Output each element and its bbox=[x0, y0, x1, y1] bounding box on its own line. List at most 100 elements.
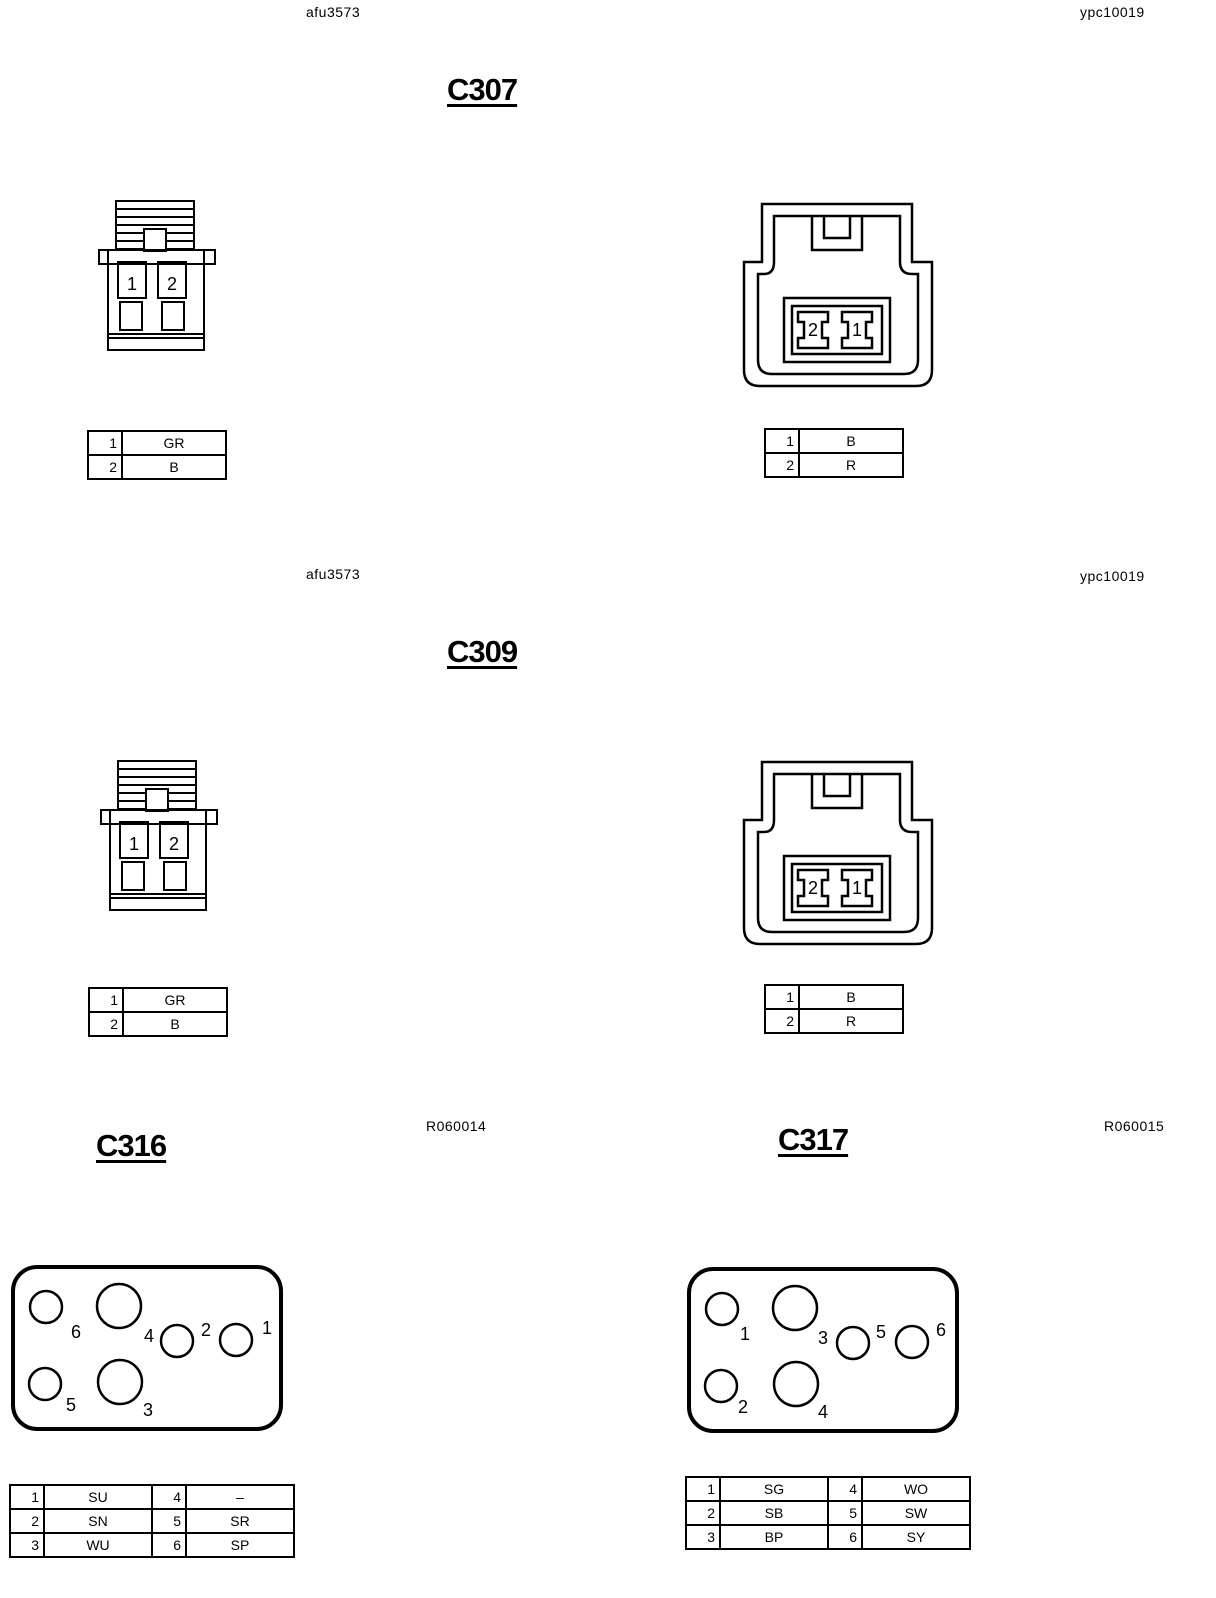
c309-right-pin-2-label: 2 bbox=[808, 878, 818, 898]
wire-color: B bbox=[121, 454, 227, 480]
wire-color: R bbox=[798, 452, 904, 478]
c317-pin-4-label: 4 bbox=[818, 1402, 828, 1422]
wire-color: SW bbox=[861, 1500, 971, 1526]
c317-pin-3-label: 3 bbox=[818, 1328, 828, 1348]
pin-number: 2 bbox=[764, 452, 800, 478]
c317-pin-6-cavity bbox=[894, 1324, 930, 1360]
c316-pin-5-label: 5 bbox=[66, 1395, 76, 1415]
wire-color: SG bbox=[719, 1476, 829, 1502]
wire-color: BP bbox=[719, 1524, 829, 1550]
c317-pin-3-cavity bbox=[771, 1284, 819, 1332]
wire-color: SY bbox=[861, 1524, 971, 1550]
pin-number: 1 bbox=[9, 1484, 45, 1510]
c317-reference: R060015 bbox=[1104, 1118, 1165, 1134]
wire-color: SP bbox=[185, 1532, 295, 1558]
table-row: 2 SB 5 SW bbox=[685, 1500, 971, 1526]
c316-pin-2-cavity bbox=[159, 1323, 195, 1359]
pin-number: 1 bbox=[88, 987, 124, 1013]
wire-color: – bbox=[185, 1484, 295, 1510]
c307-right-pin-2-label: 2 bbox=[808, 320, 818, 340]
wire-color: GR bbox=[121, 430, 227, 456]
c317-pin-6-label: 6 bbox=[936, 1320, 946, 1340]
c309-title: C309 bbox=[447, 634, 518, 669]
wire-color: WO bbox=[861, 1476, 971, 1502]
wire-color: GR bbox=[122, 987, 228, 1013]
c307-right-connector-diagram: 2 1 bbox=[742, 202, 934, 388]
pin-number: 1 bbox=[685, 1476, 721, 1502]
pin-number: 2 bbox=[9, 1508, 45, 1534]
pin-number: 2 bbox=[87, 454, 123, 480]
c309-left-pin-1-label: 1 bbox=[129, 834, 139, 854]
pin-number: 5 bbox=[151, 1508, 187, 1534]
wire-color: SN bbox=[43, 1508, 153, 1534]
c316-connector-diagram: 6 4 2 1 5 3 bbox=[11, 1265, 283, 1431]
c307-right-reference: ypc10019 bbox=[1080, 4, 1145, 20]
c317-pin-2-cavity bbox=[703, 1368, 739, 1404]
pin-number: 3 bbox=[685, 1524, 721, 1550]
c317-pin-5-label: 5 bbox=[876, 1322, 886, 1342]
c309-left-pin-2-label: 2 bbox=[169, 834, 179, 854]
wire-color: SR bbox=[185, 1508, 295, 1534]
table-row: 1 SG 4 WO bbox=[685, 1476, 971, 1502]
c316-pin-2-label: 2 bbox=[201, 1320, 211, 1340]
c317-connector-diagram: 1 3 5 6 2 4 bbox=[687, 1267, 959, 1433]
pin-number: 1 bbox=[764, 428, 800, 454]
wire-color: SB bbox=[719, 1500, 829, 1526]
c307-left-reference: afu3573 bbox=[306, 4, 361, 20]
wire-color: B bbox=[798, 428, 904, 454]
c317-pin-4-cavity bbox=[772, 1360, 820, 1408]
pin-number: 6 bbox=[827, 1524, 863, 1550]
c316-pin-6-cavity bbox=[28, 1289, 64, 1325]
c316-pin-3-label: 3 bbox=[143, 1400, 153, 1420]
c307-right-pin-1-label: 1 bbox=[852, 320, 862, 340]
table-row: 1 SU 4 – bbox=[9, 1484, 295, 1510]
c309-right-reference: ypc10019 bbox=[1080, 568, 1145, 584]
pin-number: 1 bbox=[764, 984, 800, 1010]
c309-left-reference: afu3573 bbox=[306, 566, 361, 582]
c309-right-connector-diagram: 2 1 bbox=[742, 760, 934, 946]
c317-title: C317 bbox=[778, 1122, 849, 1157]
c316-pin-3-cavity bbox=[96, 1358, 144, 1406]
table-row: 3 BP 6 SY bbox=[685, 1524, 971, 1550]
c316-pin-4-label: 4 bbox=[144, 1326, 154, 1346]
c317-pin-1-label: 1 bbox=[740, 1324, 750, 1344]
wire-color: R bbox=[798, 1008, 904, 1034]
pin-number: 6 bbox=[151, 1532, 187, 1558]
c307-left-connector-diagram: 1 2 bbox=[98, 200, 216, 351]
c316-pin-1-cavity bbox=[218, 1322, 254, 1358]
c307-left-pin-2-label: 2 bbox=[167, 274, 177, 294]
c309-right-pin-1-label: 1 bbox=[852, 878, 862, 898]
pin-number: 5 bbox=[827, 1500, 863, 1526]
c316-pin-5-cavity bbox=[27, 1366, 63, 1402]
c307-left-pin-1-label: 1 bbox=[127, 274, 137, 294]
c316-pin-4-cavity bbox=[95, 1282, 143, 1330]
wire-color: SU bbox=[43, 1484, 153, 1510]
pin-number: 2 bbox=[685, 1500, 721, 1526]
c317-pin-table: 1 SG 4 WO 2 SB 5 SW 3 BP 6 SY bbox=[685, 1476, 971, 1550]
c316-pin-table: 1 SU 4 – 2 SN 5 SR 3 WU 6 SP bbox=[9, 1484, 295, 1558]
c316-pin-1-label: 1 bbox=[262, 1318, 272, 1338]
table-row: 3 WU 6 SP bbox=[9, 1532, 295, 1558]
c317-pin-2-label: 2 bbox=[738, 1397, 748, 1417]
pin-number: 2 bbox=[88, 1011, 124, 1037]
c307-title: C307 bbox=[447, 72, 518, 107]
pin-number: 1 bbox=[87, 430, 123, 456]
wire-color: B bbox=[122, 1011, 228, 1037]
c316-pin-6-label: 6 bbox=[71, 1322, 81, 1342]
c317-pin-1-cavity bbox=[704, 1291, 740, 1327]
table-row: 2 SN 5 SR bbox=[9, 1508, 295, 1534]
pin-number: 4 bbox=[827, 1476, 863, 1502]
c317-pin-5-cavity bbox=[835, 1325, 871, 1361]
